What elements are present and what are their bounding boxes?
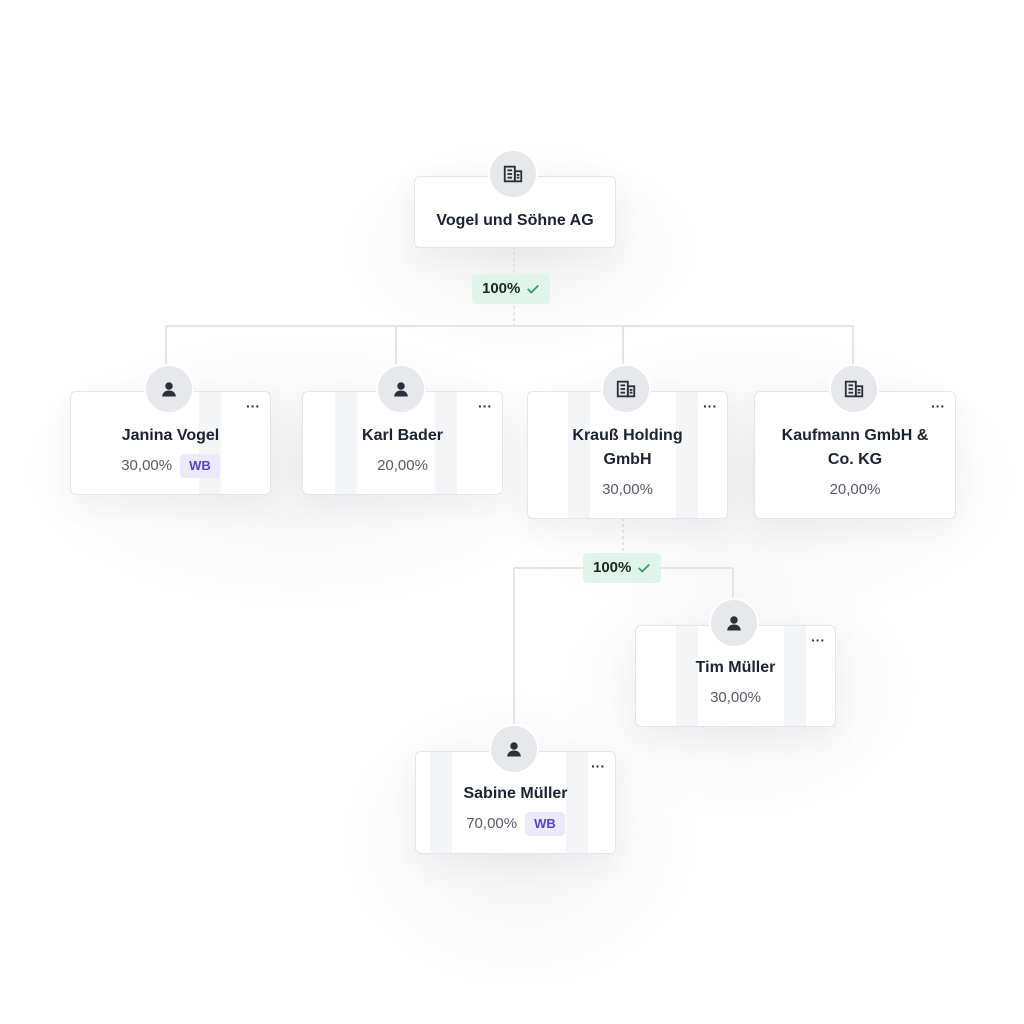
- ellipsis-icon[interactable]: ···: [703, 398, 717, 414]
- holding-coverage-pill: 100%: [583, 553, 662, 583]
- wb-badge: WB: [525, 812, 565, 836]
- shareholder-name: Kaufmann GmbH & Co. KG: [781, 427, 929, 468]
- person-icon: [376, 364, 426, 414]
- ellipsis-icon[interactable]: ···: [478, 398, 492, 414]
- shareholder-share: 70,00%: [466, 815, 518, 832]
- shareholder-share: 20,00%: [829, 481, 881, 498]
- shareholder-share: 30,00%: [710, 689, 761, 706]
- root-coverage-value: 100%: [482, 280, 521, 297]
- checkmark-icon: [638, 563, 651, 573]
- wb-badge: WB: [180, 454, 220, 478]
- shareholder-name: Janina Vogel: [121, 427, 220, 444]
- building-icon: [829, 364, 879, 414]
- root-company-name: Vogel und Söhne AG: [436, 212, 594, 229]
- shareholder-card-sabine-mueller[interactable]: ··· Sabine Müller 70,00% WB: [415, 751, 616, 854]
- shareholder-name: Sabine Müller: [463, 785, 568, 802]
- person-icon: [489, 724, 539, 774]
- shareholder-name: Karl Bader: [362, 427, 443, 444]
- shareholder-card-karl-bader[interactable]: ··· Karl Bader 20,00%: [302, 391, 503, 495]
- person-icon: [144, 364, 194, 414]
- ellipsis-icon[interactable]: ···: [931, 398, 945, 414]
- shareholder-name: Krauß Holding GmbH: [572, 427, 683, 468]
- building-icon: [601, 364, 651, 414]
- checkmark-icon: [527, 284, 540, 294]
- ellipsis-icon[interactable]: ···: [591, 758, 605, 774]
- shareholder-share: 30,00%: [121, 457, 173, 474]
- shareholder-name: Tim Müller: [695, 659, 776, 676]
- building-icon: [488, 149, 538, 199]
- holding-coverage-value: 100%: [593, 559, 632, 576]
- ellipsis-icon[interactable]: ···: [246, 398, 260, 414]
- root-coverage-pill: 100%: [472, 274, 551, 304]
- person-icon: [709, 598, 759, 648]
- shareholder-share: 20,00%: [377, 457, 428, 474]
- shareholder-share: 30,00%: [602, 481, 653, 498]
- ellipsis-icon[interactable]: ···: [811, 632, 825, 648]
